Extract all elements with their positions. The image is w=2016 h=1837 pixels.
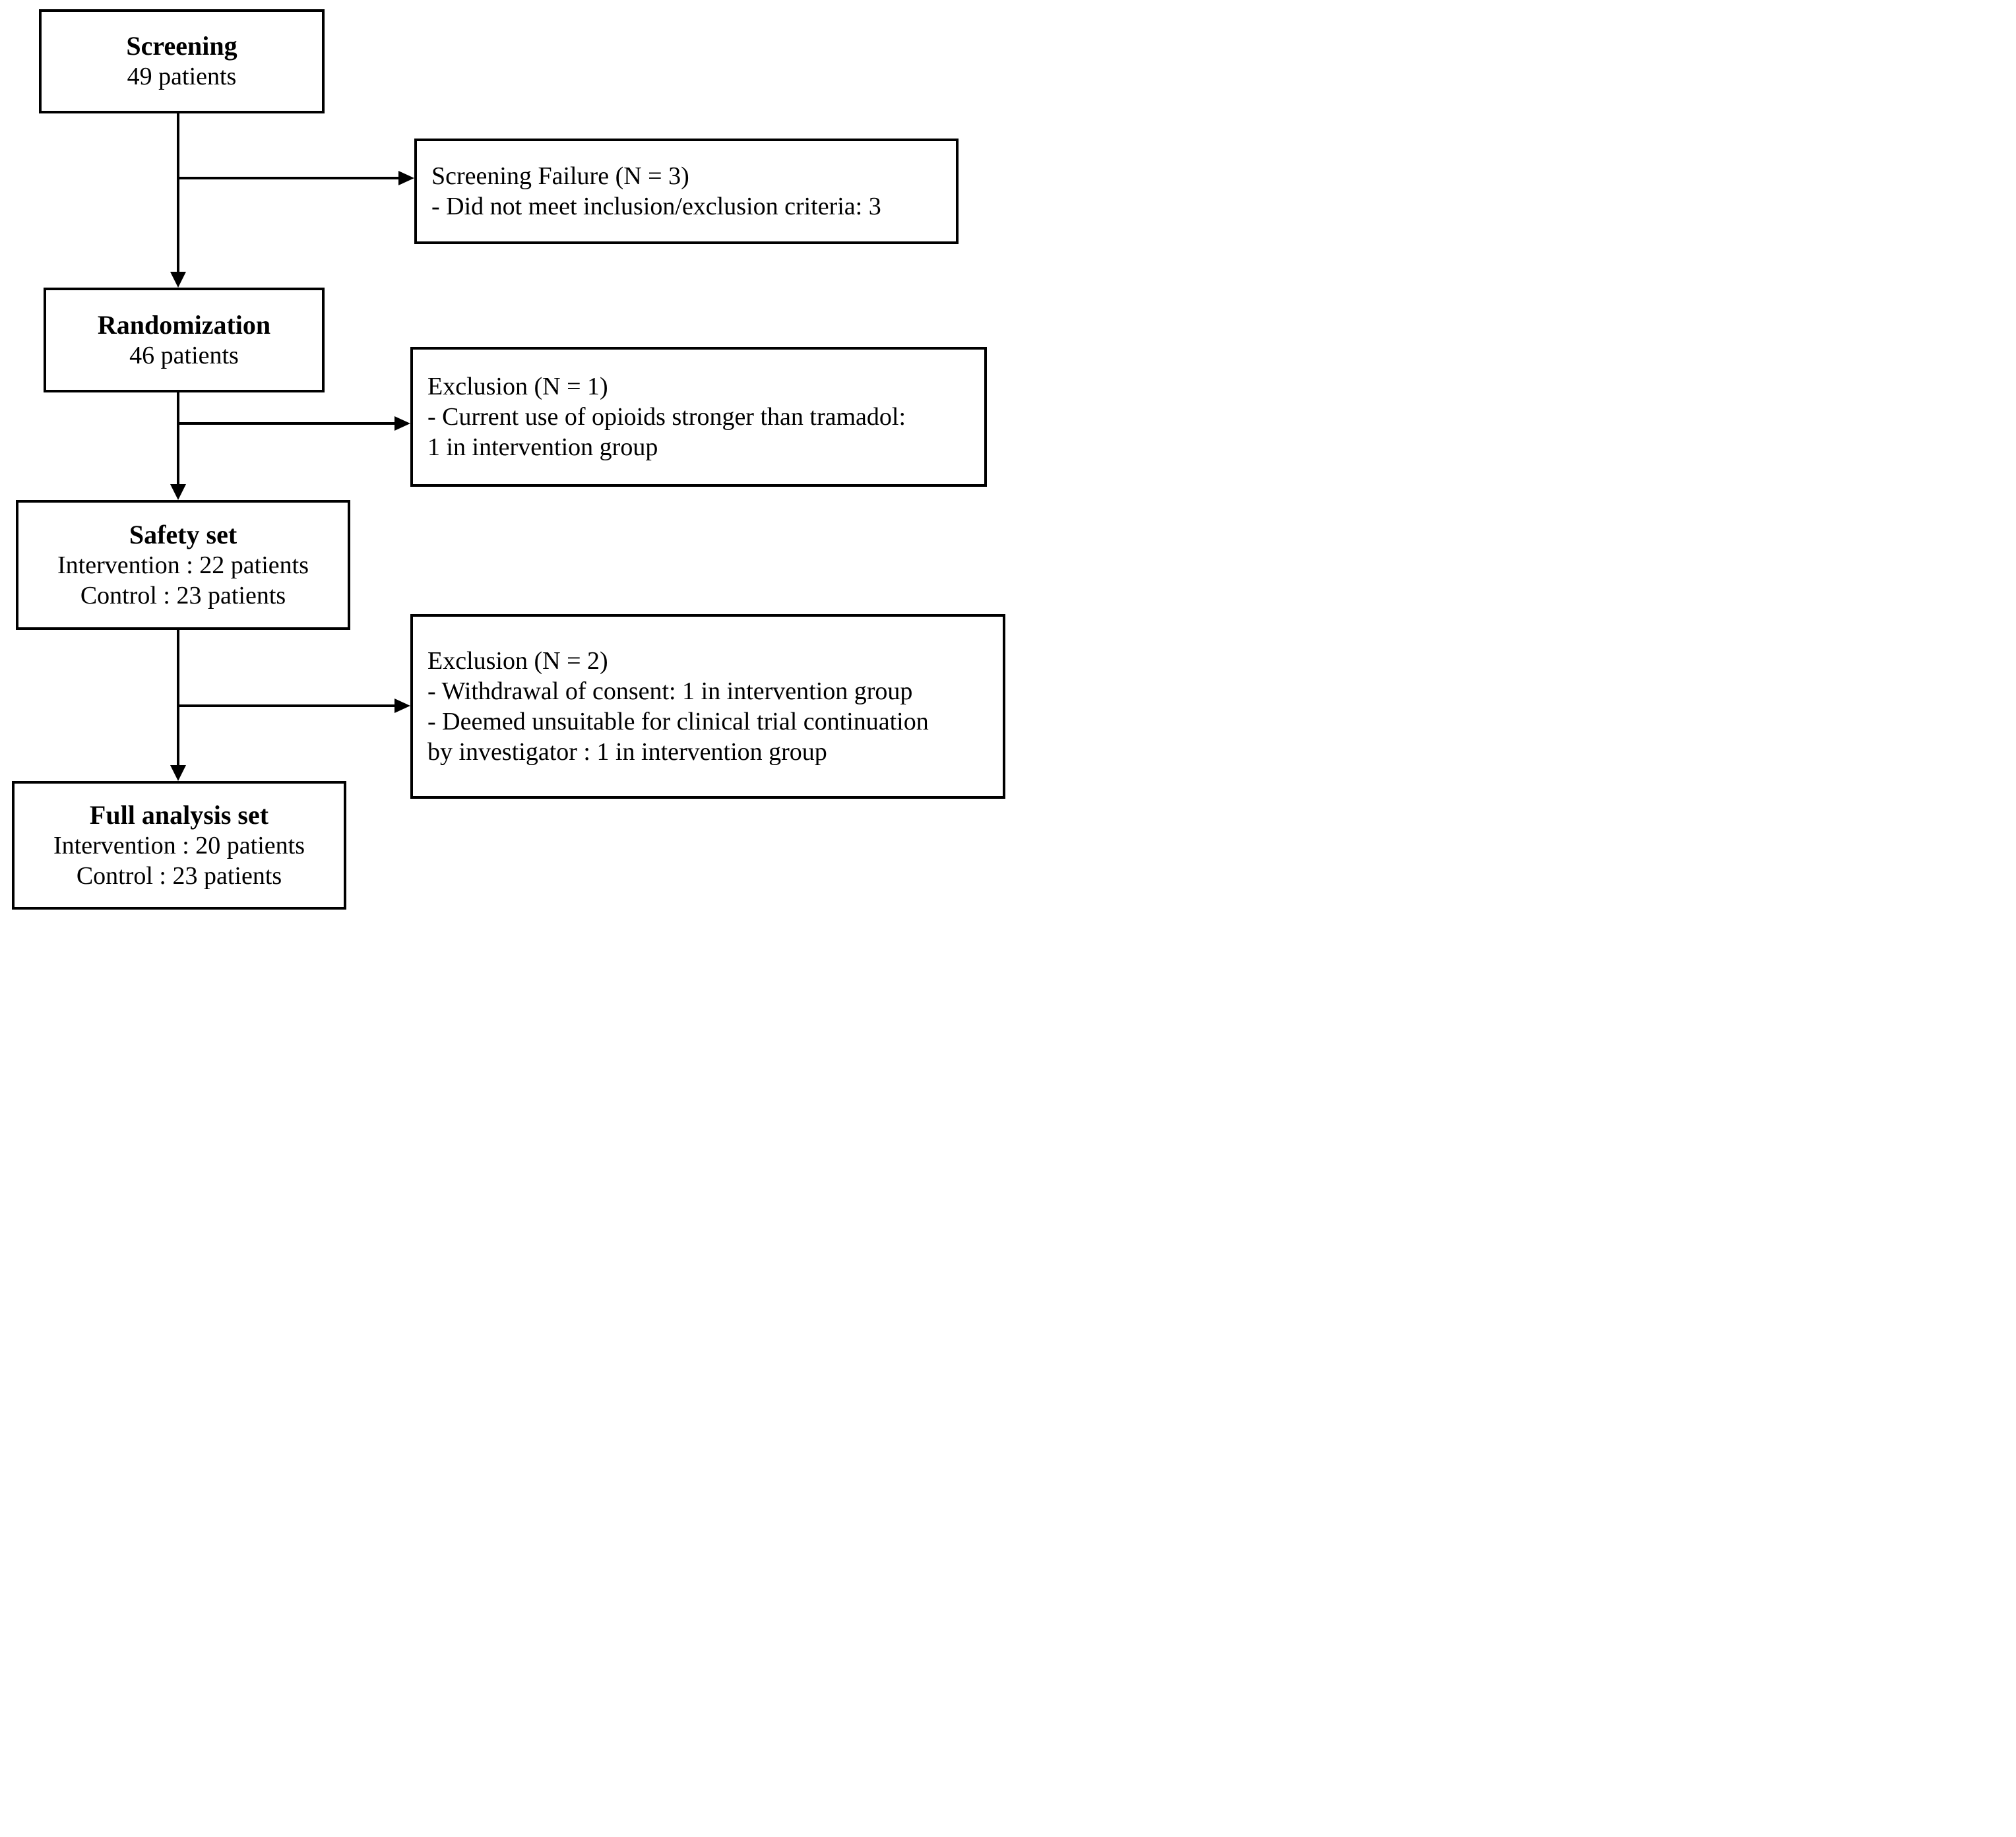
box-line: Intervention : 22 patients <box>57 551 309 579</box>
box-title: Screening <box>126 31 237 61</box>
branch-to-exclusion-1 <box>178 422 396 425</box>
box-line: 49 patients <box>127 63 237 90</box>
down-arrowhead-icon <box>170 484 186 500</box>
flow-box-randomization: Randomization 46 patients <box>44 288 325 392</box>
connector-screening-to-randomization <box>177 113 179 273</box>
box-line: Control : 23 patients <box>76 861 282 890</box>
down-arrowhead-icon <box>170 765 186 781</box>
box-title: Full analysis set <box>89 799 269 830</box>
box-line: Intervention : 20 patients <box>53 831 305 859</box>
side-box-exclusion-1: Exclusion (N = 1) - Current use of opioi… <box>410 347 987 487</box>
right-arrowhead-icon <box>398 171 414 185</box>
side-box-line: - Did not meet inclusion/exclusion crite… <box>431 193 881 220</box>
side-box-line: Exclusion (N = 1) <box>427 373 608 400</box>
right-arrowhead-icon <box>394 699 410 713</box>
box-title: Randomization <box>97 309 271 340</box>
side-box-line: - Deemed unsuitable for clinical trial c… <box>427 708 929 735</box>
connector-safety-to-full-analysis <box>177 630 179 766</box>
flow-box-full-analysis-set: Full analysis set Intervention : 20 pati… <box>12 781 346 910</box>
side-box-exclusion-2: Exclusion (N = 2) - Withdrawal of consen… <box>410 614 1005 799</box>
right-arrowhead-icon <box>394 416 410 431</box>
branch-to-screening-failure <box>178 177 400 179</box>
box-title: Safety set <box>129 519 237 549</box>
box-line: Control : 23 patients <box>80 581 286 609</box>
connector-randomization-to-safety <box>177 392 179 485</box>
box-line: 46 patients <box>129 341 239 369</box>
flow-box-screening: Screening 49 patients <box>39 9 325 113</box>
flow-box-safety-set: Safety set Intervention : 22 patients Co… <box>16 500 350 630</box>
side-box-line: 1 in intervention group <box>427 433 658 461</box>
side-box-screening-failure: Screening Failure (N = 3) - Did not meet… <box>414 139 959 244</box>
side-box-line: Screening Failure (N = 3) <box>431 162 689 190</box>
side-box-line: - Current use of opioids stronger than t… <box>427 403 906 431</box>
down-arrowhead-icon <box>170 272 186 288</box>
side-box-line: Exclusion (N = 2) <box>427 647 608 675</box>
side-box-line: - Withdrawal of consent: 1 in interventi… <box>427 677 913 705</box>
side-box-line: by investigator : 1 in intervention grou… <box>427 738 827 766</box>
flow-diagram: Screening 49 patients Randomization 46 p… <box>0 0 1008 919</box>
branch-to-exclusion-2 <box>178 704 396 707</box>
